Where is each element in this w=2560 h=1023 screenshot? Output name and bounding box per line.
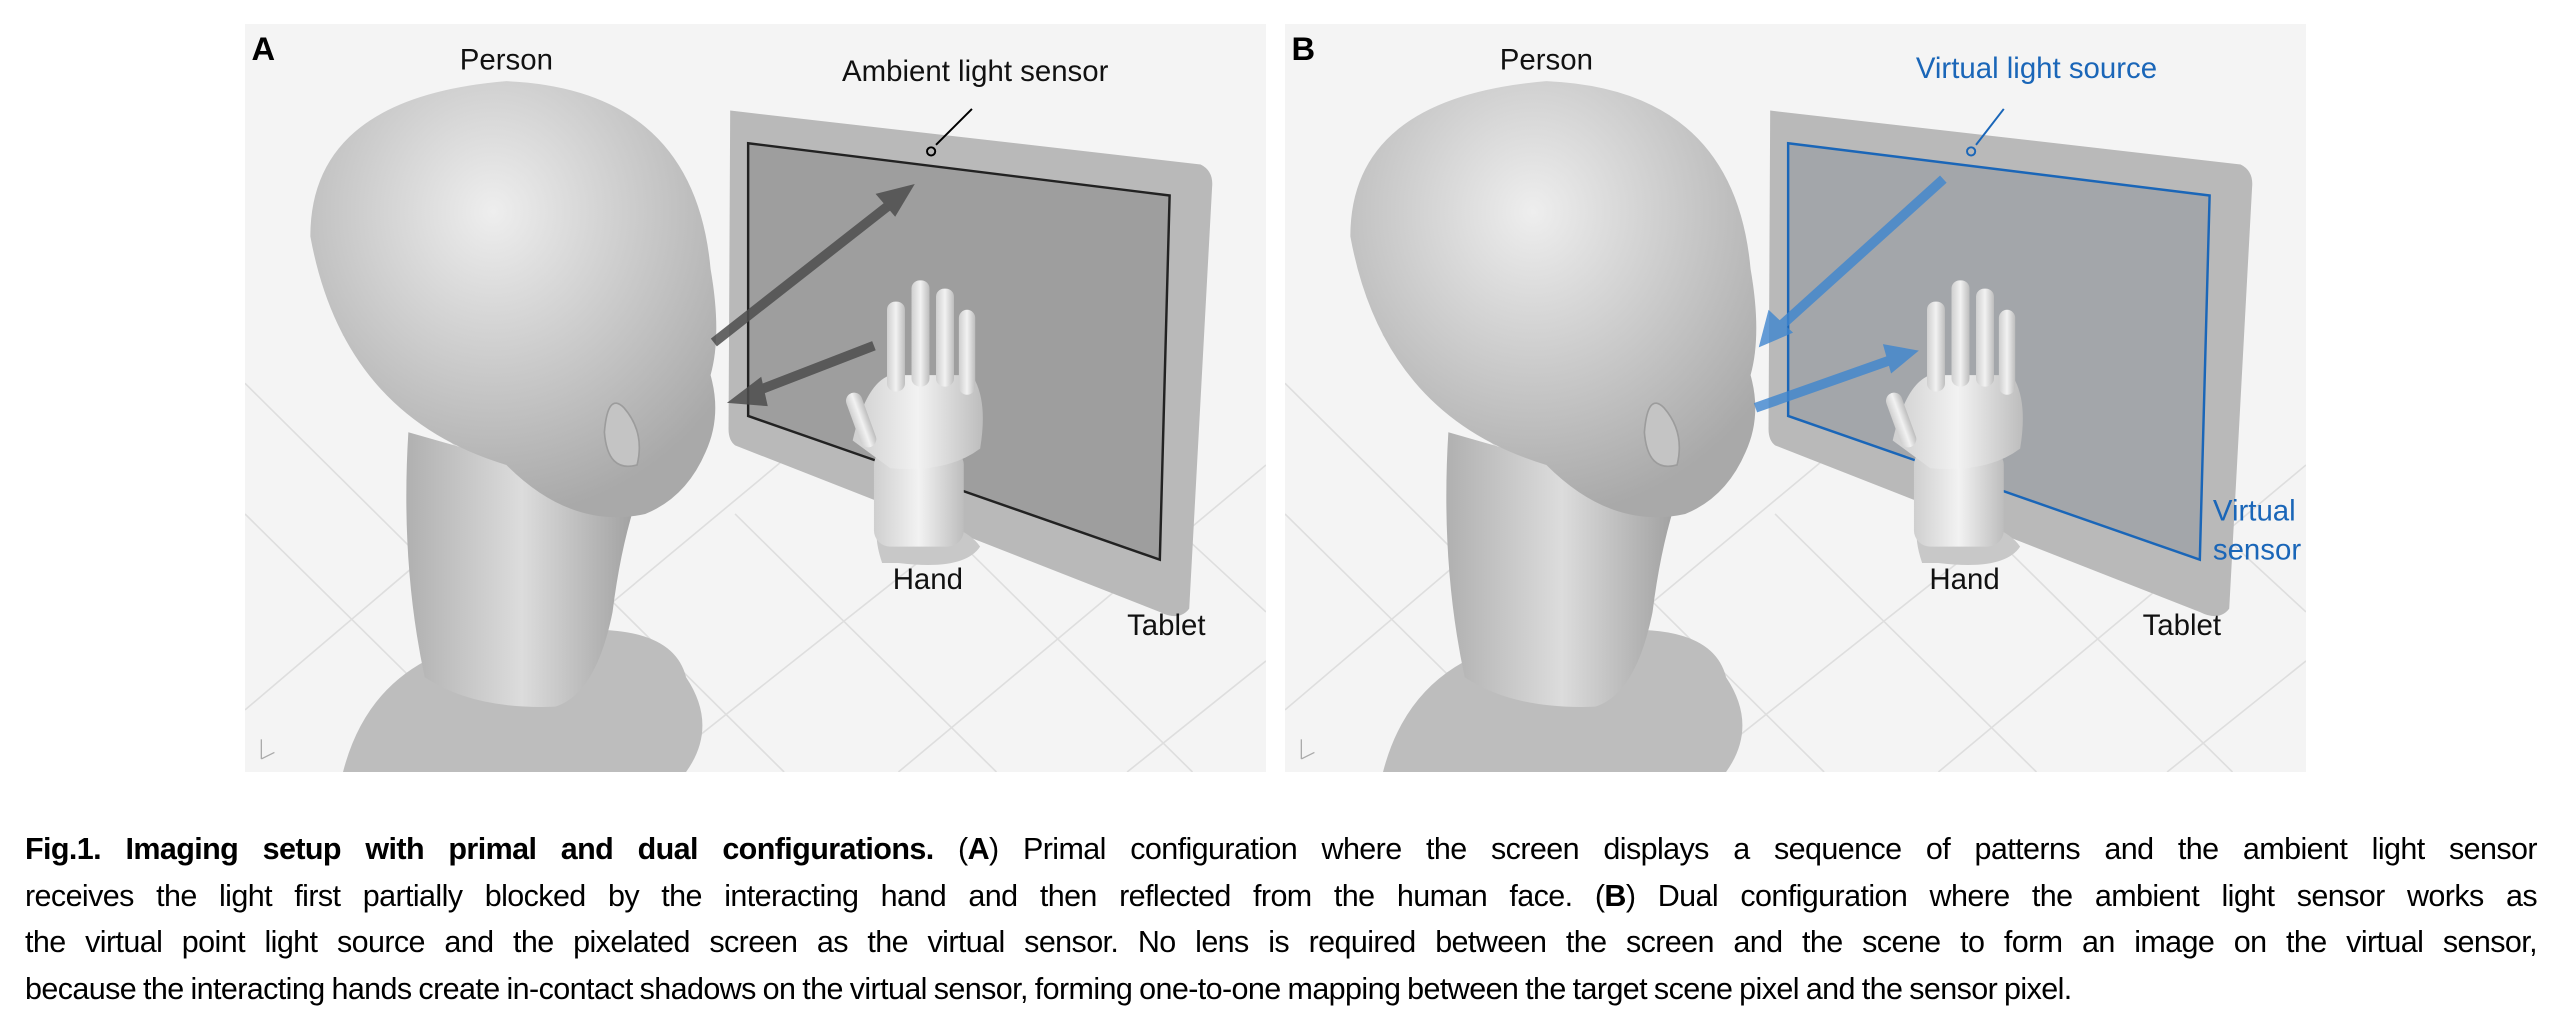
person-label: Person xyxy=(460,44,553,77)
caption-line-3: the virtual point light source and the p… xyxy=(25,925,2538,959)
hand xyxy=(1885,280,2023,547)
virtual-light-source-label: Virtual light source xyxy=(1916,52,2157,85)
axis-gizmo xyxy=(1300,739,1315,760)
primal-setup-illustration: A Person Ambient light sensor Hand Table… xyxy=(245,24,1266,772)
ear xyxy=(603,402,641,468)
caption-line-1: Fig.1. Imaging setup with primal and dua… xyxy=(25,826,2538,873)
figure-caption: Fig.1. Imaging setup with primal and dua… xyxy=(25,826,2538,1012)
ambient-light-sensor-label: Ambient light sensor xyxy=(842,55,1109,88)
light-source-leader-line xyxy=(1975,108,2005,146)
sensor-leader-line xyxy=(935,108,973,146)
panel-letter-a: A xyxy=(252,30,276,67)
virtual-sensor-label-line2: sensor xyxy=(2213,534,2301,567)
ambient-sensor-dot xyxy=(926,146,937,157)
caption-line-4: because the interacting hands create in-… xyxy=(25,971,2072,1006)
caption-line-2: receives the light first partially block… xyxy=(25,873,2538,920)
caption-paren: ( xyxy=(933,832,968,866)
axis-gizmo xyxy=(260,739,275,760)
virtual-sensor-label-line1: Virtual xyxy=(2213,494,2296,527)
tablet-label: Tablet xyxy=(2143,609,2221,642)
panel-letter-b: B xyxy=(1292,30,1316,67)
tablet-label: Tablet xyxy=(1127,609,1205,642)
hand-label: Hand xyxy=(893,563,963,596)
light-arrows xyxy=(710,184,915,407)
caption-text: receives the light first partially block… xyxy=(25,878,1605,913)
hand-label: Hand xyxy=(1929,563,1999,596)
panel-b-dual-configuration: B Person Virtual light source Virtual se… xyxy=(1285,24,2306,772)
virtual-light-source-dot xyxy=(1966,146,1977,157)
hand xyxy=(845,280,983,547)
caption-title: Fig.1. Imaging setup with primal and dua… xyxy=(25,832,934,866)
person-label: Person xyxy=(1500,44,1593,77)
caption-ref-a: A xyxy=(967,832,990,866)
virtual-light-arrows xyxy=(1753,175,1947,413)
caption-text: ) Primal configuration where the screen … xyxy=(989,832,2538,866)
caption-text: ) Dual configuration where the ambient l… xyxy=(1625,878,2538,913)
caption-ref-b: B xyxy=(1604,878,1626,913)
panel-a-primal-configuration: A Person Ambient light sensor Hand Table… xyxy=(245,24,1266,772)
ear xyxy=(1643,402,1681,468)
dual-setup-illustration: B Person Virtual light source Virtual se… xyxy=(1285,24,2306,772)
